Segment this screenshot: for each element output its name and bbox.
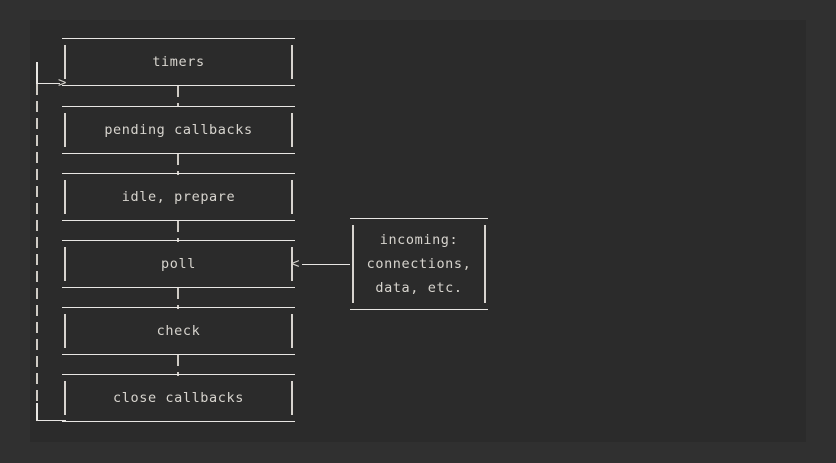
box-bottom-border — [350, 309, 488, 310]
connector-idle-to-poll — [177, 221, 179, 242]
box-right-border — [291, 180, 293, 214]
connector-poll-to-check — [177, 288, 179, 309]
phase-label-close-callbacks: close callbacks — [113, 390, 244, 406]
box-top-border — [62, 374, 295, 375]
incoming-note-text: incoming: connections, data, etc. — [350, 228, 488, 300]
box-right-border — [291, 314, 293, 348]
loop-back-arrow-head: > — [58, 75, 67, 91]
box-top-border — [62, 240, 295, 241]
box-left-border — [64, 381, 66, 415]
box-bottom-border — [62, 85, 295, 86]
incoming-line-1: incoming: — [379, 232, 459, 248]
phase-label-timers: timers — [152, 54, 205, 70]
box-right-border — [291, 247, 293, 281]
box-bottom-border — [62, 153, 295, 154]
box-left-border — [64, 113, 66, 147]
connector-check-to-close — [177, 355, 179, 376]
phase-box-poll[interactable]: poll — [62, 240, 295, 288]
rail-top-corner-horz — [36, 83, 60, 84]
rail-bottom-corner-horz — [36, 420, 66, 421]
box-bottom-border — [62, 287, 295, 288]
box-left-border — [64, 247, 66, 281]
box-right-border — [291, 381, 293, 415]
box-top-border — [62, 106, 295, 107]
connector-pending-to-idle — [177, 154, 179, 175]
box-right-border — [484, 225, 486, 303]
box-bottom-border — [62, 354, 295, 355]
rail-top-corner-vert — [36, 62, 38, 84]
diagram-panel: > timers pending callbacks idle, prepare — [30, 20, 806, 442]
box-top-border — [62, 38, 295, 39]
box-bottom-border — [62, 220, 295, 221]
phase-box-pending-callbacks[interactable]: pending callbacks — [62, 106, 295, 154]
incoming-line-2: connections, — [366, 256, 472, 272]
connector-timers-to-pending — [177, 86, 179, 107]
box-top-border — [62, 173, 295, 174]
box-left-border — [64, 314, 66, 348]
rail-vertical-dashed — [36, 84, 38, 404]
box-left-border — [352, 225, 354, 303]
phase-box-close-callbacks[interactable]: close callbacks — [62, 374, 295, 422]
side-box-incoming[interactable]: incoming: connections, data, etc. — [350, 218, 488, 310]
box-right-border — [291, 45, 293, 79]
rail-bottom-corner-vert — [36, 403, 38, 421]
phase-label-check: check — [156, 323, 201, 339]
box-left-border — [64, 45, 66, 79]
phase-box-idle-prepare[interactable]: idle, prepare — [62, 173, 295, 221]
box-right-border — [291, 113, 293, 147]
phase-box-check[interactable]: check — [62, 307, 295, 355]
box-bottom-border — [62, 421, 295, 422]
phase-box-timers[interactable]: timers — [62, 38, 295, 86]
incoming-line-3: data, etc. — [375, 280, 463, 296]
box-left-border — [64, 180, 66, 214]
incoming-arrow-head: < — [291, 256, 300, 272]
phase-label-poll: poll — [161, 256, 196, 272]
incoming-arrow-shaft — [302, 264, 350, 265]
phase-label-idle-prepare: idle, prepare — [121, 189, 236, 205]
box-top-border — [62, 307, 295, 308]
box-top-border — [350, 218, 488, 219]
phase-label-pending-callbacks: pending callbacks — [104, 122, 253, 138]
